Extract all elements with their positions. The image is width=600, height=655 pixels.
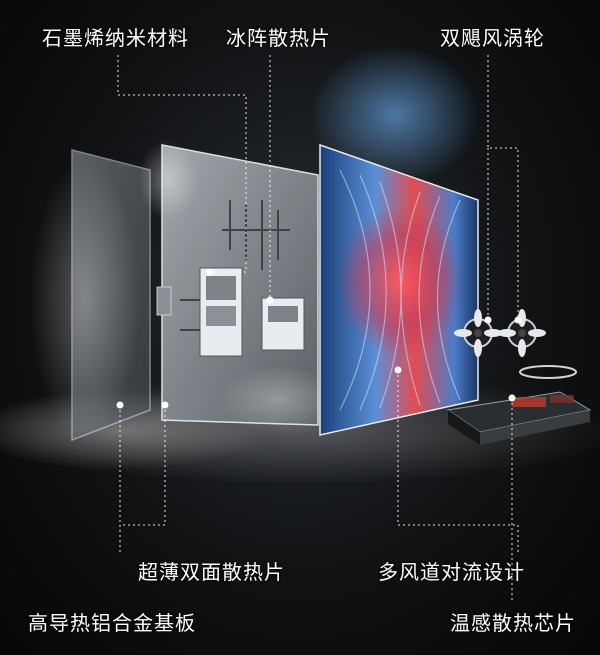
label-aluminum-base: 高导热铝合金基板 bbox=[28, 611, 196, 635]
label-ultra-thin: 超薄双面散热片 bbox=[138, 560, 285, 584]
leader-lines bbox=[117, 55, 519, 600]
dual-turbo-fans bbox=[454, 309, 546, 357]
label-ice-array: 冰阵散热片 bbox=[226, 26, 331, 50]
label-dual-turbo: 双飓风涡轮 bbox=[440, 26, 545, 50]
multi-airflow-plate bbox=[319, 143, 479, 436]
temp-sensor-chip-module bbox=[446, 365, 592, 445]
label-graphene: 石墨烯纳米材料 bbox=[42, 26, 189, 50]
ultra-thin-heatsink-plate bbox=[138, 140, 340, 435]
anchor-dots bbox=[116, 268, 522, 409]
label-temp-chip: 温感散热芯片 bbox=[450, 611, 576, 635]
label-multi-airflow: 多风道对流设计 bbox=[378, 560, 525, 584]
aluminum-base-plate bbox=[30, 149, 151, 442]
